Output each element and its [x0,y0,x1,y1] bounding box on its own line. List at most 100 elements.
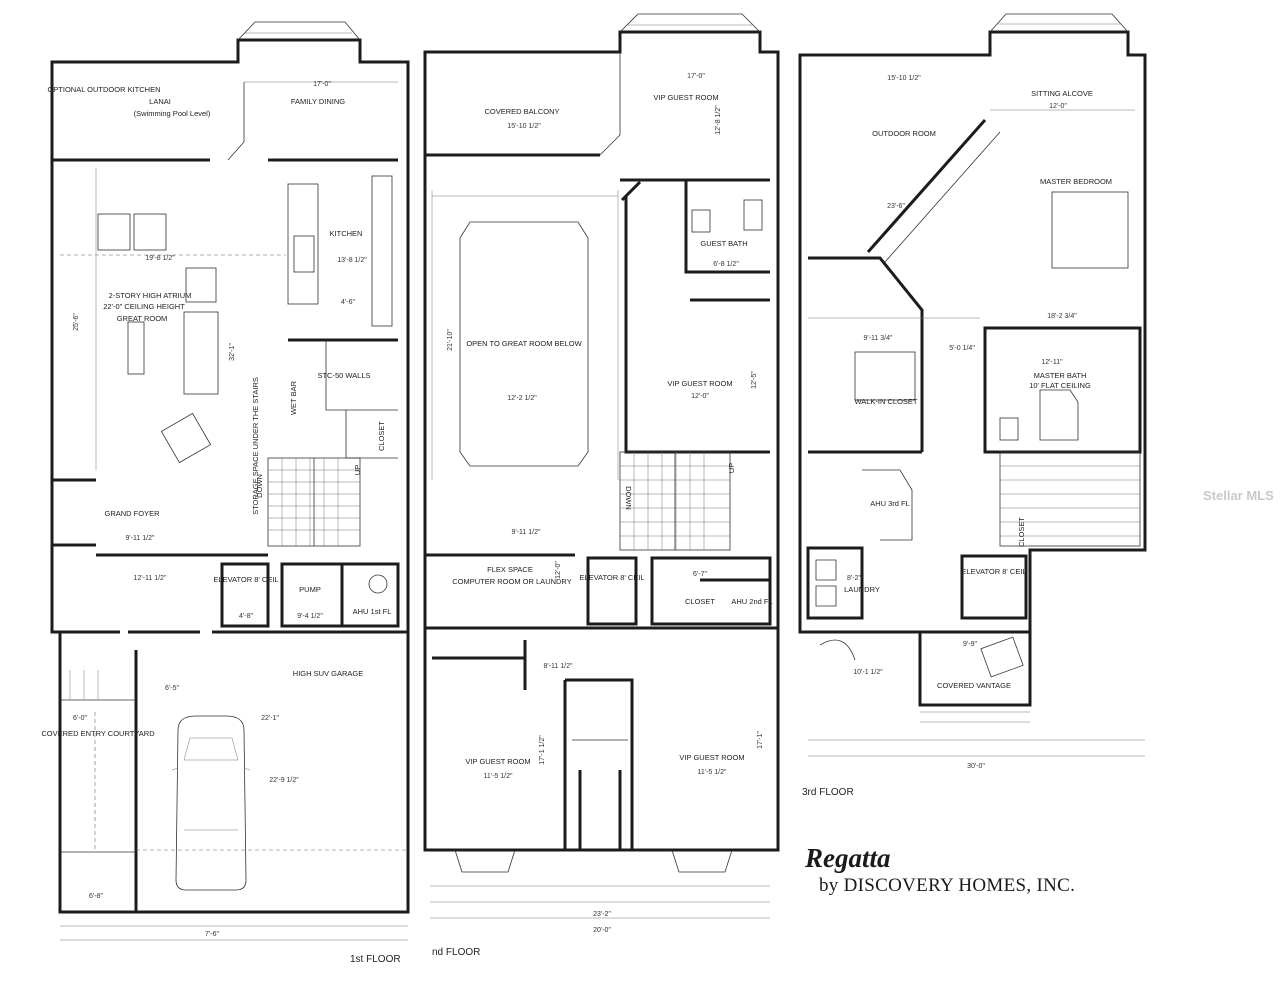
dim-d3-floor1: 4'-8" [239,613,253,620]
label-bath-note: 10' FLAT CEILING [1029,381,1091,390]
dim-d5-floor1: 4'-6" [341,299,355,306]
label-family-dining: FAMILY DINING [291,97,345,106]
dim-lanai-width: 17'-0" [313,81,331,88]
dimension-labels: 17'-0" 13'-8 1/2" 19'-8 1/2" 25'-6" 32'-… [73,73,1077,938]
label-guest-bath: GUEST BATH [700,239,747,248]
label-balcony: COVERED BALCONY [484,107,559,116]
label-ahu-3: AHU 3rd FL [870,499,910,508]
label-vip-3: VIP GUEST ROOM [465,757,530,766]
dim-vip4-depth: 17'-1" [757,731,764,749]
label-closet-3: CLOSET [1017,517,1026,547]
dim-vip3-depth: 17'-1 1/2" [539,735,546,765]
dim-foyer-depth: 12'-11 1/2" [134,575,167,582]
label-great-room: GREAT ROOM [117,314,168,323]
dim-d4-floor1: 6'-5" [165,685,179,692]
label-down-1: DOWN [255,474,264,498]
dim-total-width-2: 20'-0" [593,927,611,934]
dim-great-width: 19'-8 1/2" [145,255,175,262]
label-storage: STORAGE SPACE UNDER THE STAIRS [251,377,260,515]
label-elevator-2: ELEVATOR 8' CEIL [579,573,644,582]
dim-flex-depth: 12'-0" [555,561,562,579]
plan-title: Regatta [805,843,891,873]
dim-bed-width: 18'-2 3/4" [1047,313,1077,320]
dim-d2-floor3: 5'-0 1/4" [949,345,975,352]
label-closet-1: CLOSET [377,421,386,451]
label-master-bath: MASTER BATH [1034,371,1087,380]
label-up-2: UP [727,463,736,473]
first-floor-plan [50,21,410,941]
label-elevator-3: ELEVATOR 8' CEIL [961,567,1026,576]
dim-bath-width-3: 12'-11" [1041,359,1063,366]
label-ahu-1: AHU 1st FL [353,607,392,616]
label-up-1: UP [353,465,362,475]
dim-open-width: 12'-2 1/2" [507,395,537,402]
second-floor-stairs [619,451,731,551]
dim-courtyard-width: 6'-0" [73,715,87,722]
caption-first-floor: 1st FLOOR [350,954,401,965]
dim-vip2-width: 12'-0" [691,393,709,400]
dim-d3-floor3: 23'-6" [887,203,905,210]
dim-vip1-depth: 12'-8 1/2" [715,105,722,135]
label-atrium: 2-STORY HIGH ATRIUM [109,291,192,300]
label-closet-2: CLOSET [685,597,715,606]
dim-w2-floor2: 23'-2" [593,911,611,918]
label-wet-bar: WET BAR [289,380,298,415]
watermark: Stellar MLS [1203,488,1274,503]
label-vip-2: VIP GUEST ROOM [667,379,732,388]
label-flex-space: FLEX SPACE [487,565,533,574]
label-grand-foyer: GRAND FOYER [104,509,160,518]
dim-d1-floor2: 8'-11 1/2" [544,663,574,670]
dim-vip2-depth: 12'-5" [751,371,758,389]
dim-vip1-width: 17'-0" [687,73,705,80]
label-elevator-1: ELEVATOR 8' CEIL [213,575,278,584]
dim-d1-floor1: 6'-8" [89,893,103,900]
room-labels: OPTIONAL OUTDOOR KITCHEN LANAI (Swimming… [41,85,1112,766]
dim-total-width-3: 30'-0" [967,763,985,770]
label-walk-in-closet: WALK-IN CLOSET [854,397,917,406]
dim-vantage-width: 9'-9" [963,641,977,648]
label-outdoor-room: OUTDOOR ROOM [872,129,936,138]
label-stc-walls: STC-50 WALLS [317,371,370,380]
label-ahu-2: AHU 2nd FL [731,597,772,606]
dim-vip3-width: 11'-5 1/2" [484,773,514,780]
label-lanai-note: (Swimming Pool Level) [134,109,211,118]
dim-garage-depth: 22'-9 1/2" [269,777,299,784]
label-courtyard: COVERED ENTRY COURTYARD [41,729,155,738]
dim-garage-width: 22'-1" [261,715,279,722]
dim-outdoor-width: 15'-10 1/2" [887,75,921,82]
dim-d2-floor2: 6'-7" [693,571,707,578]
label-pump: PUMP [299,585,321,594]
dim-total-width-1: 7'-6" [205,931,219,938]
caption-third-floor: 3rd FLOOR [802,787,854,798]
label-master-bedroom: MASTER BEDROOM [1040,177,1112,186]
dim-bath-width: 6'-8 1/2" [713,261,739,268]
label-down-2: DOWN [624,486,633,510]
label-covered-vantage: COVERED VANTAGE [937,681,1011,690]
dim-balcony-width: 15'-10 1/2" [507,123,541,130]
label-sitting-alcove: SITTING ALCOVE [1031,89,1093,98]
label-open-to-below: OPEN TO GREAT ROOM BELOW [466,339,582,348]
dim-open-depth: 21'-10" [447,329,454,351]
first-floor-stairs [267,457,361,547]
second-floor-plan [423,13,780,919]
caption-second-floor: nd FLOOR [432,947,480,958]
third-floor-stairs [999,451,1141,547]
dim-great-depth-2: 32'-1" [229,343,236,361]
dim-foyer-width: 9'-11 1/2" [126,535,156,542]
label-vip-4: VIP GUEST ROOM [679,753,744,762]
label-lanai: LANAI [149,97,171,106]
car-outline [171,715,251,891]
dim-great-depth: 25'-6" [73,313,80,331]
dim-vip4-width: 11'-5 1/2" [698,769,728,776]
label-laundry: LAUNDRY [844,585,880,594]
third-floor-plan [798,13,1147,757]
title-block: Regatta by DISCOVERY HOMES, INC. [805,843,1165,897]
label-flex-note: COMPUTER ROOM OR LAUNDRY [452,577,571,586]
dim-sitting-width: 12'-0" [1049,103,1067,110]
dim-flex-width: 9'-11 1/2" [512,529,542,536]
covered-vantage-area [819,630,1032,723]
builder-byline: by DISCOVERY HOMES, INC. [819,875,1076,896]
label-outdoor-kitchen: OPTIONAL OUTDOOR KITCHEN [47,85,160,94]
dim-kitchen-depth: 13'-8 1/2" [337,257,367,264]
